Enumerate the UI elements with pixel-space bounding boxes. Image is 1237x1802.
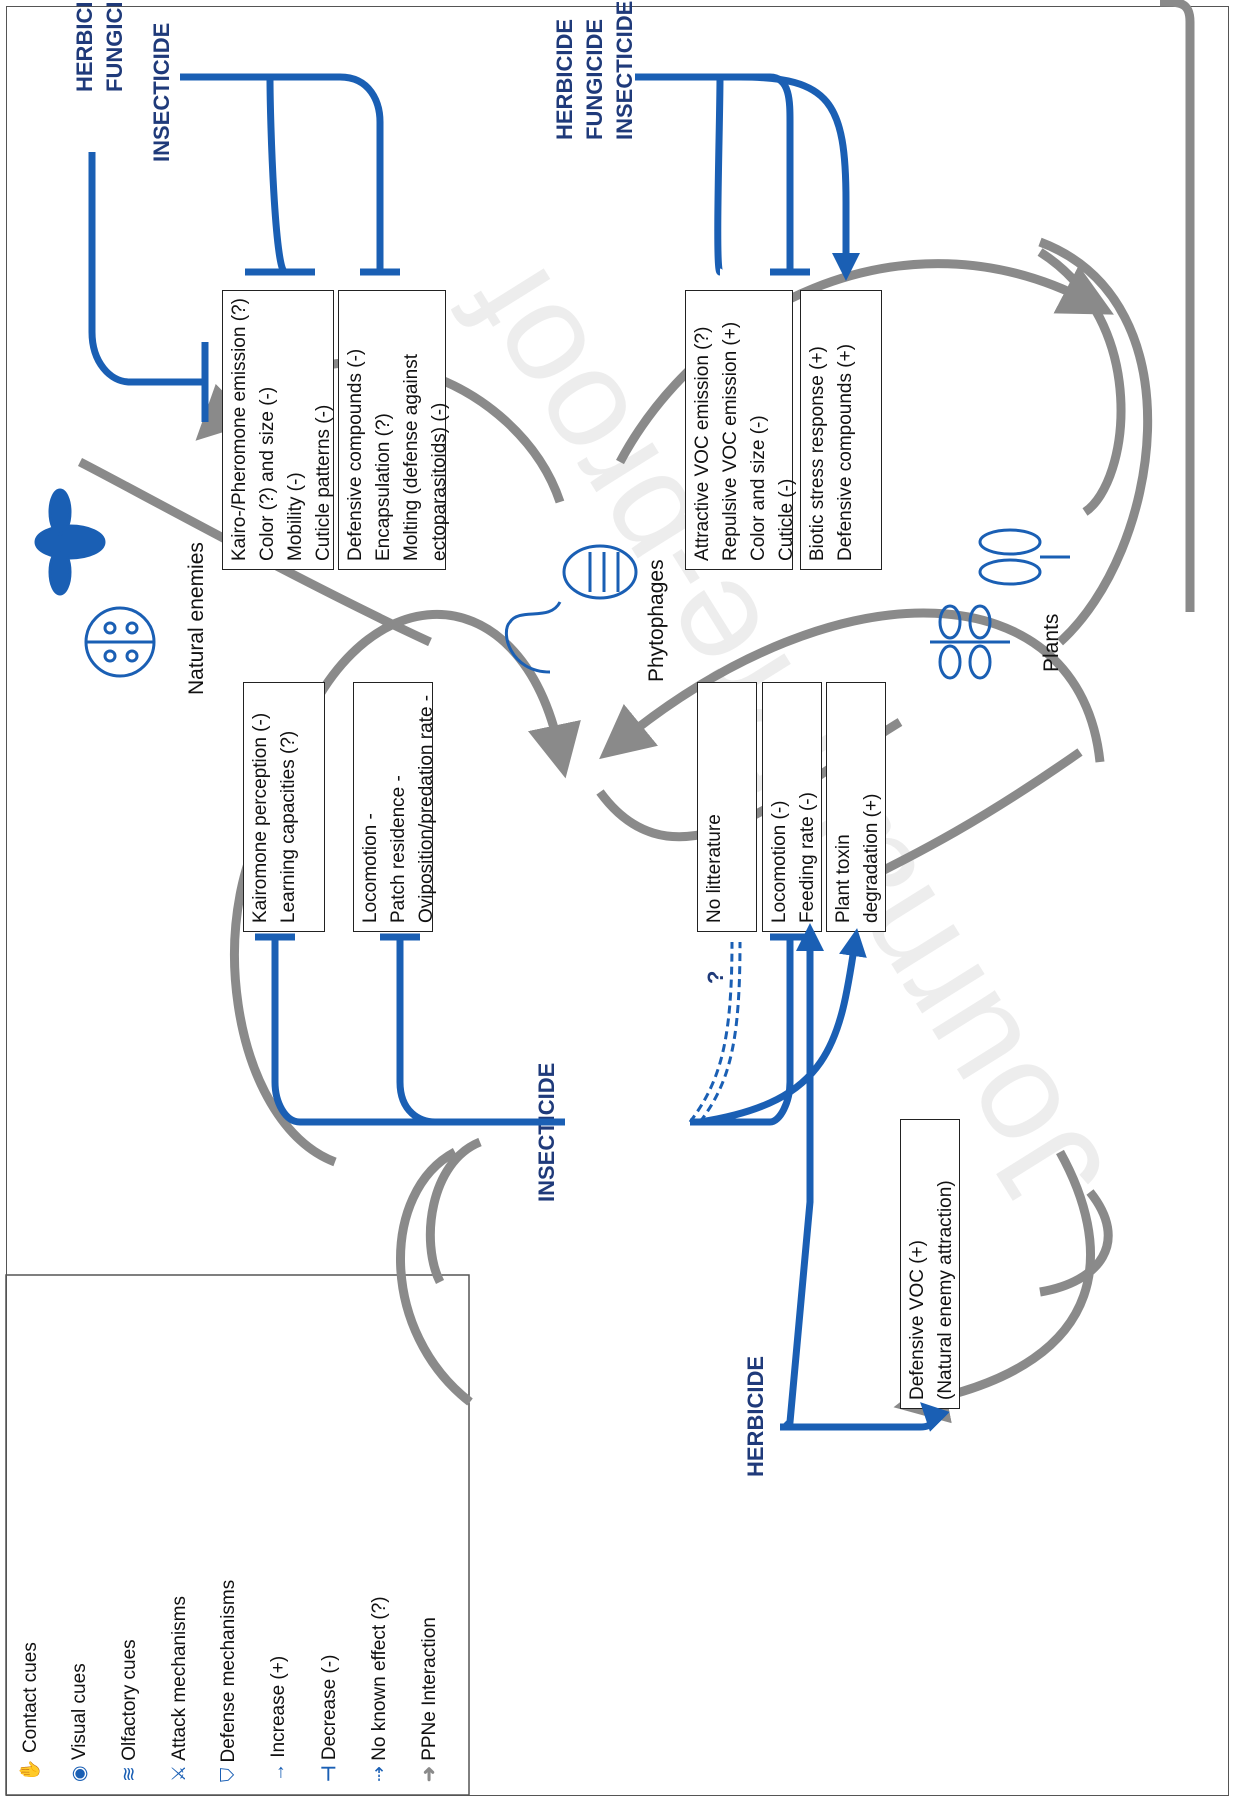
wasp-icon: [34, 488, 106, 596]
leaf-plant-icon: [930, 604, 1010, 680]
legend-border: [5, 1274, 470, 1796]
legend: [0, 1264, 1231, 1802]
long-loop-right: [1159, 0, 1195, 612]
figure-frame: [6, 6, 1229, 1796]
ladybug-icon: [84, 606, 156, 678]
wheat-icon: [978, 528, 1070, 586]
caterpillar-icon: [504, 601, 562, 674]
ppne-interaction-arrows: [77, 237, 1152, 1424]
no-known-effect-arrow: [688, 941, 742, 1123]
decrease-line-2: [180, 73, 384, 272]
beetle-icon: [562, 544, 638, 600]
decrease-line-1: [88, 152, 205, 386]
